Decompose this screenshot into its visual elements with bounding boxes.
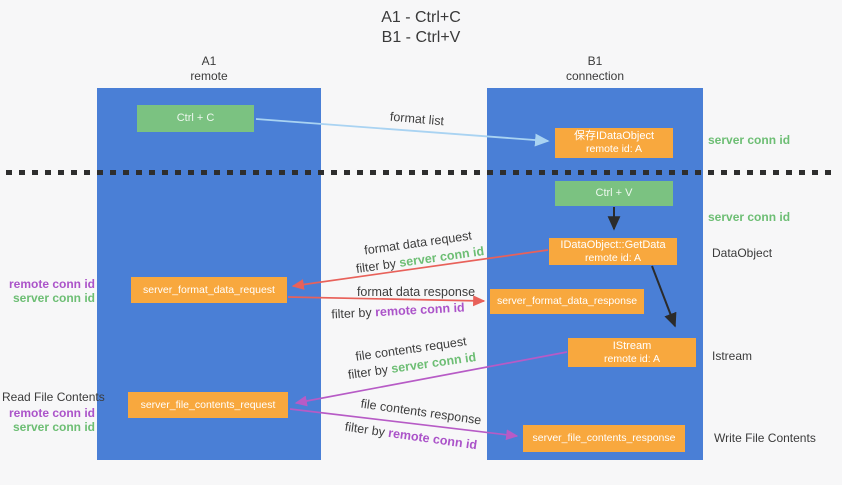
ctrl-c-node: Ctrl + C xyxy=(137,105,254,132)
format-data-response-label: format data response xyxy=(356,285,476,299)
lane-b1-subtitle: connection xyxy=(565,69,625,83)
server-conn-id-label-bottom-left: server conn id xyxy=(12,420,95,434)
server-conn-id-label-mid-right: server conn id xyxy=(708,210,791,224)
file-contents-response-label: file contents response xyxy=(359,396,483,428)
ctrl-v-node: Ctrl + V xyxy=(555,181,673,206)
remote-conn-id-key: remote conn id xyxy=(374,300,465,320)
istream-line1: IStream xyxy=(612,339,652,352)
server-file-contents-response-label: server_file_contents_response xyxy=(532,432,676,444)
getdata-line2: remote id: A xyxy=(584,251,642,264)
server-file-contents-response-node: server_file_contents_response xyxy=(523,425,685,452)
server-format-data-request-label: server_format_data_request xyxy=(143,283,275,296)
remote-conn-id-label-bottom-left: remote conn id xyxy=(8,406,95,420)
getdata-line1: IDataObject::GetData xyxy=(560,238,666,251)
lane-b1-name: B1 xyxy=(587,54,603,68)
getdata-node: IDataObject::GetData remote id: A xyxy=(549,238,677,265)
istream-side-label: Istream xyxy=(712,349,753,363)
conn-id-pair-bottom-left: remote conn id server conn id xyxy=(2,406,95,434)
server-conn-id-label-top-right: server conn id xyxy=(708,133,791,147)
istream-node: IStream remote id: A xyxy=(568,338,696,367)
save-dataobject-line2: remote id: A xyxy=(585,143,643,155)
server-conn-id-label-top-left: server conn id xyxy=(12,291,95,305)
ctrl-v-label: Ctrl + V xyxy=(595,187,633,199)
lane-header-b1: B1 connection xyxy=(487,54,703,84)
diagram-title: A1 - Ctrl+C B1 - Ctrl+V xyxy=(0,8,842,48)
filter-prefix: filter by xyxy=(347,361,393,382)
server-file-contents-request-node: server_file_contents_request xyxy=(128,392,288,418)
filter-prefix: filter by xyxy=(331,305,376,322)
lane-a1-subtitle: remote xyxy=(190,69,228,83)
istream-line2: remote id: A xyxy=(603,352,661,365)
title-line-1: A1 - Ctrl+C xyxy=(381,9,461,26)
copy-paste-separator-line xyxy=(6,170,836,175)
save-dataobject-line1: 保存IDataObject xyxy=(573,130,655,142)
ctrl-c-label: Ctrl + C xyxy=(176,112,215,124)
filter-prefix: filter by xyxy=(343,419,390,440)
title-line-2: B1 - Ctrl+V xyxy=(381,29,461,46)
read-file-contents-label: Read File Contents xyxy=(2,390,105,404)
server-format-data-response-label: server_format_data_response xyxy=(496,295,638,307)
file-contents-response-filter-label: filter by remote conn id xyxy=(344,420,478,452)
write-file-contents-label: Write File Contents xyxy=(714,431,816,445)
server-format-data-request-node: server_format_data_request xyxy=(131,277,287,303)
server-file-contents-request-label: server_file_contents_request xyxy=(140,398,276,411)
format-data-response-filter-label: filter by remote conn id xyxy=(331,301,465,322)
filter-prefix: filter by xyxy=(355,255,401,276)
remote-conn-id-key: remote conn id xyxy=(387,425,479,453)
dataobject-label: DataObject xyxy=(712,246,773,260)
lane-header-a1: A1 remote xyxy=(97,54,321,84)
server-format-data-response-node: server_format_data_response xyxy=(490,289,644,314)
conn-id-pair-top-left: remote conn id server conn id xyxy=(2,277,95,305)
lane-a1-name: A1 xyxy=(201,54,217,68)
format-list-label: format list xyxy=(389,109,445,129)
remote-conn-id-label-top-left: remote conn id xyxy=(8,277,95,291)
save-dataobject-node: 保存IDataObject remote id: A xyxy=(555,128,673,158)
